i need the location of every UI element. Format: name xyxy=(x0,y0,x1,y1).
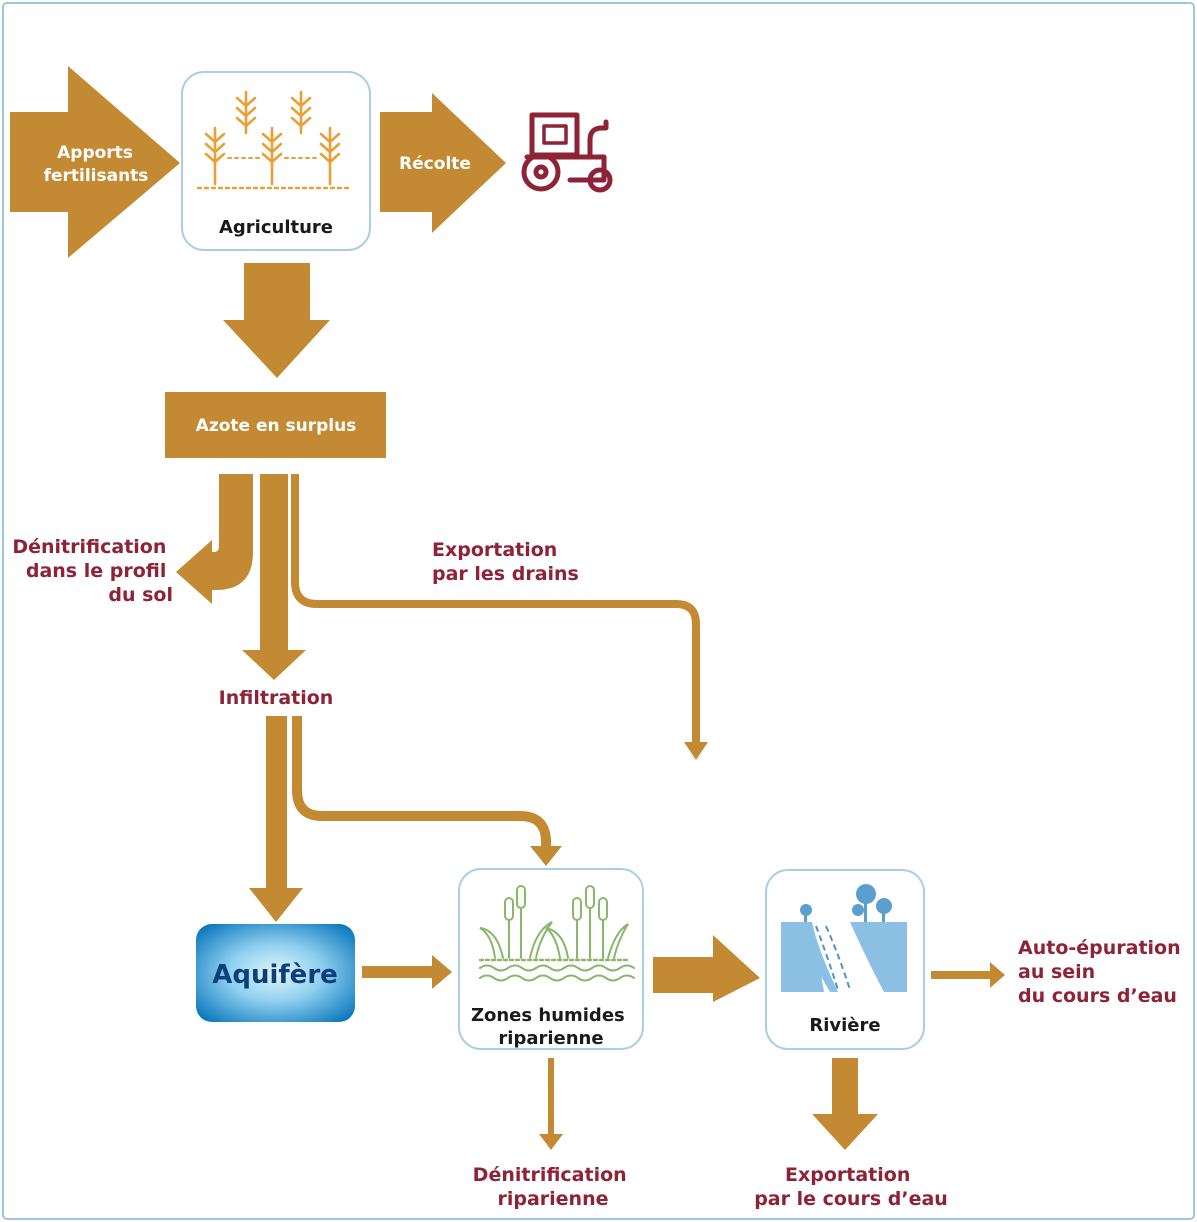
wetlands-label: Zones humides riparienne xyxy=(471,1005,631,1049)
soil-denitrification-arrow xyxy=(176,474,253,604)
aquifer-to-wetland-arrow xyxy=(362,955,452,989)
riparian-denitrification-label: Dénitrification riparienne xyxy=(473,1164,634,1210)
inputs-label: Apports fertilisants xyxy=(44,143,149,186)
surplus-box xyxy=(165,392,386,458)
surplus-arrow xyxy=(223,263,330,378)
drain-export-label: Exportation par les drains xyxy=(432,539,579,585)
riparian-denitrification-arrow xyxy=(539,1058,563,1150)
harvest-arrow xyxy=(380,93,506,233)
wetland-to-river-arrow xyxy=(653,935,760,1002)
harvest-label: Récolte xyxy=(399,154,471,174)
drain-export-path xyxy=(291,474,700,748)
infiltration-label: Infiltration xyxy=(219,687,334,709)
wetland-feed-arrowhead xyxy=(530,846,562,866)
reeds-icon xyxy=(478,885,635,982)
river-label: Rivière xyxy=(809,1015,880,1036)
river-export-label: Exportation par le cours d’eau xyxy=(754,1164,948,1210)
agriculture-label: Agriculture xyxy=(219,217,333,238)
self-purification-arrow xyxy=(931,962,1005,988)
agriculture-box xyxy=(181,71,371,251)
aquifer-arrow xyxy=(249,716,303,922)
surplus-label: Azote en surplus xyxy=(196,416,357,436)
aquifer-label: Aquifère xyxy=(212,960,338,990)
tractor-icon xyxy=(521,112,613,193)
river-export-arrow xyxy=(812,1058,878,1150)
aquifer-box xyxy=(196,924,355,1022)
self-purification-label: Auto-épuration au sein du cours d’eau xyxy=(1018,937,1187,1007)
inputs-arrow xyxy=(10,66,180,258)
wheat-icon xyxy=(196,90,354,190)
infiltration-arrow xyxy=(242,474,306,680)
drain-arrowhead xyxy=(684,742,708,760)
soil-denitrification-label: Dénitrification dans le profil du sol xyxy=(12,536,173,606)
river-icon xyxy=(781,884,907,992)
wetland-feed-path xyxy=(292,716,551,850)
